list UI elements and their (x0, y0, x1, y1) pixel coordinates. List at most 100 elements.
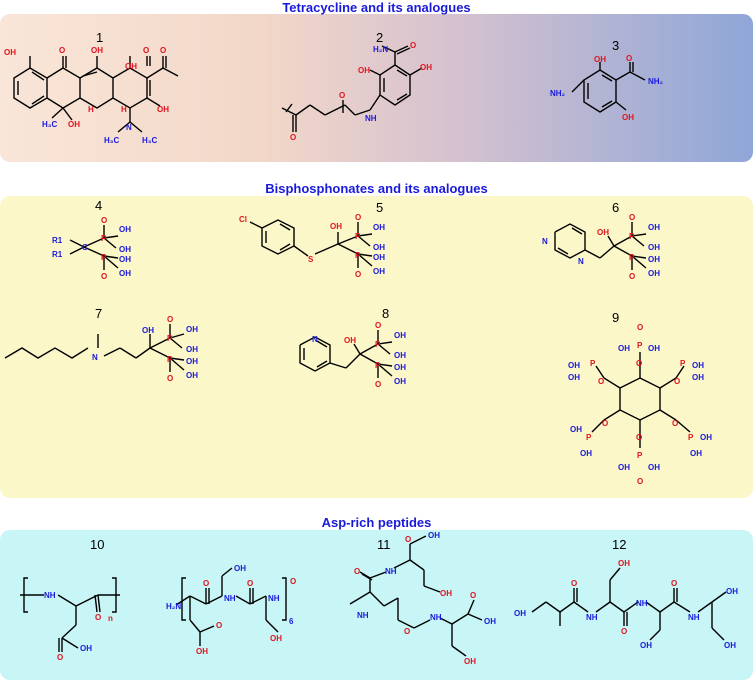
c10b-oh-3: OH (270, 634, 282, 643)
c10-oh: OH (80, 644, 92, 653)
c1-o-1: O (59, 46, 65, 55)
section-title-tetracycline: Tetracycline and its analogues (282, 0, 471, 15)
compound-7-structure: N OH P P O OH OH OH OH O (4, 315, 198, 383)
c10-o-1: O (95, 613, 101, 622)
c4-r1-b: R1 (52, 250, 63, 259)
c5-oh-3: OH (373, 243, 385, 252)
compound-6-structure: N N OH P P O OH OH OH OH O (542, 213, 660, 281)
compound-4-structure: R1 R1 C P P O OH OH OH OH O (52, 216, 131, 281)
c9-oh-left-a: OH (568, 361, 580, 370)
c7-oh-3: OH (186, 345, 198, 354)
c8-oh-1: OH (344, 336, 356, 345)
c10b-six: 6 (289, 617, 294, 626)
c8-o-2: O (375, 380, 381, 389)
c10b-o-1: O (203, 579, 209, 588)
c4-o-2: O (101, 272, 107, 281)
c12-oh-2: OH (618, 559, 630, 568)
c4-p-1: P (101, 234, 107, 243)
compound-2-structure: H₂N O OH OH NH O O (281, 41, 432, 142)
c12-oh-4: OH (726, 587, 738, 596)
c4-r1-a: R1 (52, 236, 63, 245)
compound-number-9: 9 (612, 310, 620, 325)
c5-oh-1: OH (330, 222, 342, 231)
c8-n: N (312, 335, 318, 344)
c4-p-2: P (101, 253, 107, 262)
compound-number-12: 12 (612, 537, 627, 552)
c10b-o-4: O (290, 577, 296, 586)
compound-number-5: 5 (376, 200, 384, 215)
c5-o-1: O (355, 213, 361, 222)
c6-oh-1: OH (597, 228, 609, 237)
compound-1-structure: OH O OH OH O O OH OH H₃C H H N H₃C H₃C (4, 46, 179, 145)
c12-o-2: O (621, 627, 627, 636)
c1-o-2: O (143, 46, 149, 55)
c4-oh-2: OH (119, 245, 131, 254)
c11-nh-2: NH (357, 611, 369, 620)
c4-oh-3: OH (119, 255, 131, 264)
c8-p-1: P (375, 340, 381, 349)
c12-oh-5: OH (724, 641, 736, 650)
c7-o-1: O (167, 315, 173, 324)
c9-oh-bottom-r: OH (648, 463, 660, 472)
c9-oh-lowleft-b: OH (580, 449, 592, 458)
c9-oh-top-l: OH (618, 344, 630, 353)
c5-cl: Cl (239, 215, 247, 224)
c5-p-2: P (355, 251, 361, 260)
c10b-o-3: O (216, 621, 222, 630)
c12-oh-3: OH (640, 641, 652, 650)
c9-oh-left-b: OH (568, 373, 580, 382)
c5-oh-5: OH (373, 267, 385, 276)
c7-n: N (92, 353, 98, 362)
compound-10b-structure: H₂N O NH O OH OH O NH OH 6 O (166, 564, 296, 656)
c5-oh-2: OH (373, 223, 385, 232)
c5-s: S (308, 255, 314, 264)
c9-oh-bottom-l: OH (618, 463, 630, 472)
compound-number-6: 6 (612, 200, 620, 215)
c3-oh-2: OH (622, 113, 634, 122)
c5-p-1: P (355, 232, 361, 241)
c9-p-right: P (680, 359, 686, 368)
c1-oh-1: OH (4, 48, 16, 57)
c10b-o-2: O (247, 579, 253, 588)
compound-number-2: 2 (376, 30, 384, 45)
compound-number-4: 4 (95, 198, 103, 213)
c10b-nh-1: NH (224, 594, 236, 603)
compound-8-structure: N OH P P O OH OH OH OH O (299, 321, 406, 389)
c11-nh-3: NH (430, 613, 442, 622)
c7-oh-2: OH (186, 325, 198, 334)
c9-o-lowleft: O (602, 419, 608, 428)
c4-c: C (82, 243, 88, 252)
c1-oh-4: OH (157, 105, 169, 114)
c9-oh-right-b: OH (692, 373, 704, 382)
c7-oh-4: OH (186, 357, 198, 366)
c2-oh-2: OH (420, 63, 432, 72)
c1-ch3: H₃C (42, 120, 57, 129)
c2-o-3: O (290, 133, 296, 142)
c1-oh-3: OH (125, 62, 137, 71)
c5-oh-4: OH (373, 253, 385, 262)
c6-p-1: P (629, 232, 635, 241)
c11-oh-3: OH (484, 617, 496, 626)
c6-n-1: N (542, 237, 548, 246)
c6-oh-4: OH (648, 255, 660, 264)
c12-nh-2: NH (636, 599, 648, 608)
compound-number-10: 10 (90, 537, 105, 552)
c10b-nh-2: NH (268, 594, 280, 603)
c3-o: O (626, 54, 632, 63)
c4-o-1: O (101, 216, 107, 225)
c4-oh-1: OH (119, 225, 131, 234)
c11-nh-1: NH (385, 567, 397, 576)
c9-o-bottom: O (637, 477, 643, 486)
c3-oh-1: OH (594, 55, 606, 64)
c11-o-3: O (404, 627, 410, 636)
compound-10-structure: NH O n O OH (20, 577, 120, 662)
c1-n: N (126, 123, 132, 132)
c9-oh-right-a: OH (692, 361, 704, 370)
c6-oh-5: OH (648, 269, 660, 278)
c9-oh-lowright-b: OH (690, 449, 702, 458)
c11-o-4: O (470, 591, 476, 600)
c9-o-bottom-link: O (636, 433, 642, 442)
c2-h2n: H₂N (373, 45, 388, 54)
c6-n-2: N (578, 257, 584, 266)
